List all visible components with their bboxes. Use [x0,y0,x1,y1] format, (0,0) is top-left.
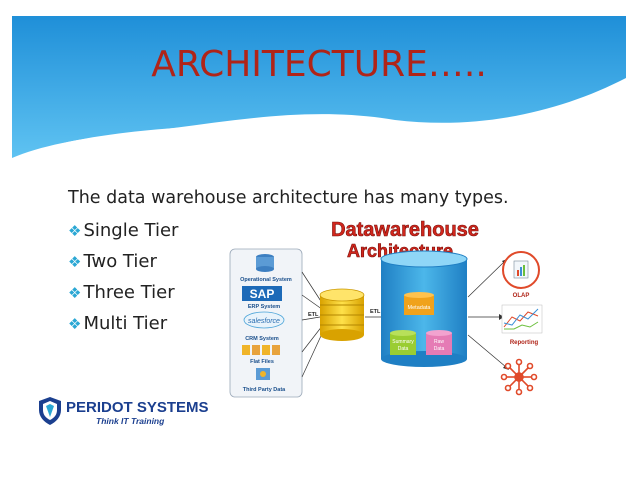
reporting-chart-icon [501,304,543,334]
crm-system-label: CRM System [245,336,279,342]
staging-stack-icon [319,288,365,341]
diamond-bullet-icon: ❖ [68,222,82,240]
flat-files-label: Flat Files [250,359,274,365]
arrowhead-reporting [499,314,504,320]
header-banner [12,16,626,170]
salesforce-cloud-icon [243,311,285,329]
diamond-bullet-icon: ❖ [68,284,82,302]
etl-right-label: ETL [370,309,381,315]
summary-data-block [390,330,416,355]
raw-data-label-line2: Data [434,346,445,352]
bullet-label: Single Tier [83,220,179,241]
third-party-data-icon [256,368,270,380]
bullet-list: ❖Single Tier ❖Two Tier ❖Three Tier ❖Mult… [68,219,178,343]
salesforce-text: salesforce [248,318,280,325]
bullet-item-multi-tier: ❖Multi Tier [68,312,178,343]
network-hub-icon [500,358,538,396]
company-logo: PERIDOT SYSTEMS Think IT Training [38,396,238,430]
datawarehouse-diagram: Datawarehouse Architecture Operational S… [229,219,543,398]
metadata-block [404,292,434,315]
summary-data-label-line1: Summary [392,339,414,345]
shield-icon [39,397,61,425]
erp-system-label: ERP System [248,304,280,310]
operational-system-label: Operational System [240,277,292,283]
diamond-bullet-icon: ❖ [68,253,82,271]
third-party-data-label: Third Party Data [243,387,286,393]
database-icon [256,254,274,272]
olap-icon [502,251,540,289]
bullet-item-two-tier: ❖Two Tier [68,250,178,281]
metadata-label: Metadata [408,305,432,311]
logo-tagline: Think IT Training [96,416,165,426]
raw-data-block [426,330,452,355]
intro-text: The data warehouse architecture has many… [68,188,509,208]
slide-title: ARCHITECTURE….. [151,44,487,85]
summary-data-label-line2: Data [398,346,409,352]
bullet-label: Multi Tier [83,313,168,334]
sap-logo [242,286,282,301]
output-arrows [467,261,507,368]
olap-label: OLAP [513,293,530,299]
sap-text: SAP [250,287,275,301]
bullet-label: Three Tier [83,282,175,303]
bullet-item-single-tier: ❖Single Tier [68,219,178,250]
raw-data-label-line1: Raw [434,339,444,345]
diagram-title-line1: Datawarehouse [331,219,479,241]
reporting-label: Reporting [510,340,539,346]
flat-files-icon [242,345,280,355]
bullet-label: Two Tier [83,251,157,272]
logo-name: PERIDOT SYSTEMS [66,399,209,416]
bullet-item-three-tier: ❖Three Tier [68,281,178,312]
etl-left-label: ETL [308,312,319,318]
diamond-bullet-icon: ❖ [68,315,82,333]
